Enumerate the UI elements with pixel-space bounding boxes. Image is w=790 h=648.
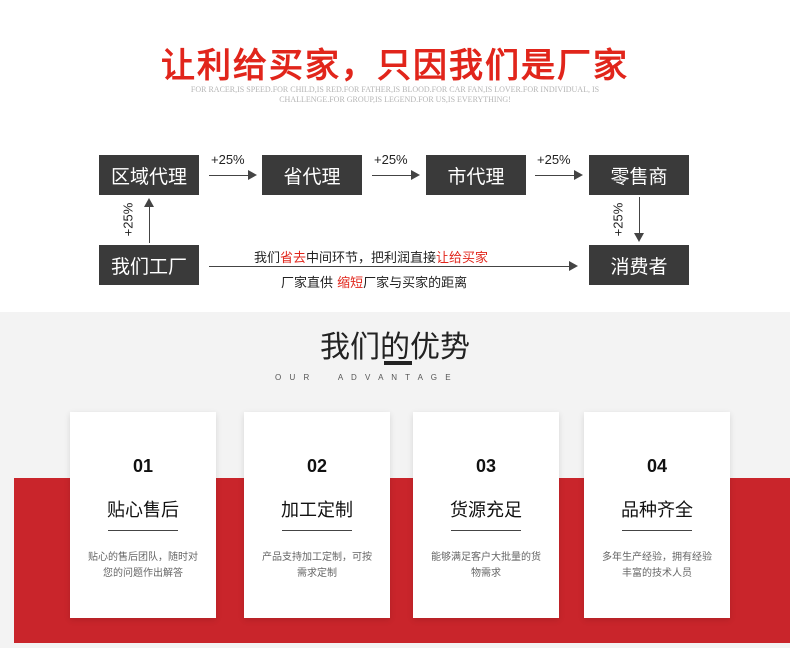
card-number: 02	[306, 456, 328, 476]
card-desc: 能够满足客户大批量的货物需求	[431, 552, 541, 579]
arrow-down-icon	[634, 233, 644, 242]
card-desc: 多年生产经验，拥有经验丰富的技术人员	[602, 552, 712, 579]
card-number: 04	[646, 456, 668, 476]
box-district-agent: 区域代理	[99, 155, 199, 195]
markup-label: +25%	[610, 202, 626, 237]
arrow-right-icon	[411, 170, 420, 180]
arrow-right-icon	[248, 170, 257, 180]
arrow-line	[209, 175, 251, 176]
advantage-title: 我们的优势	[320, 330, 470, 365]
english-subline: FOR RACER,IS SPEED.FOR CHILD,IS RED.FOR …	[190, 85, 600, 104]
direct-desc-line2: 厂家直供 缩短厂家与买家的距离	[281, 276, 468, 291]
arrow-up-icon	[144, 198, 154, 207]
card-number: 01	[132, 456, 154, 476]
advantage-subtitle: O U R A D V A N T A G E	[275, 373, 454, 382]
direct-arrow-line	[209, 266, 571, 267]
card-divider	[282, 530, 352, 531]
advantage-card-4: 04 品种齐全 多年生产经验，拥有经验丰富的技术人员	[584, 412, 730, 618]
markup-label: +25%	[120, 202, 136, 237]
box-consumer: 消费者	[589, 245, 689, 285]
box-city-agent: 市代理	[426, 155, 526, 195]
advantage-card-1: 01 贴心售后 贴心的售后团队，随时对您的问题作出解答	[70, 412, 216, 618]
headline: 让利给买家，只因我们是厂家	[161, 46, 629, 86]
arrow-line	[372, 175, 414, 176]
direct-desc-line1: 我们省去中间环节，把利润直接让给买家	[254, 251, 489, 266]
markup-label: +25%	[374, 152, 408, 167]
card-divider	[622, 530, 692, 531]
arrow-line	[149, 205, 150, 243]
card-desc: 产品支持加工定制，可按需求定制	[262, 552, 372, 579]
arrow-line	[535, 175, 577, 176]
card-number: 03	[475, 456, 497, 476]
card-title: 贴心售后	[107, 500, 179, 521]
box-factory: 我们工厂	[99, 245, 199, 285]
markup-label: +25%	[537, 152, 571, 167]
arrow-right-icon	[574, 170, 583, 180]
card-divider	[451, 530, 521, 531]
arrow-right-icon	[569, 261, 578, 271]
title-underline	[384, 361, 412, 365]
advantage-card-2: 02 加工定制 产品支持加工定制，可按需求定制	[244, 412, 390, 618]
arrow-line	[639, 197, 640, 235]
markup-label: +25%	[211, 152, 245, 167]
box-retailer: 零售商	[589, 155, 689, 195]
card-title: 品种齐全	[621, 500, 693, 521]
card-desc: 贴心的售后团队，随时对您的问题作出解答	[88, 552, 198, 579]
advantage-card-3: 03 货源充足 能够满足客户大批量的货物需求	[413, 412, 559, 618]
box-province-agent: 省代理	[262, 155, 362, 195]
card-divider	[108, 530, 178, 531]
card-title: 货源充足	[450, 500, 522, 521]
card-title: 加工定制	[281, 500, 353, 521]
